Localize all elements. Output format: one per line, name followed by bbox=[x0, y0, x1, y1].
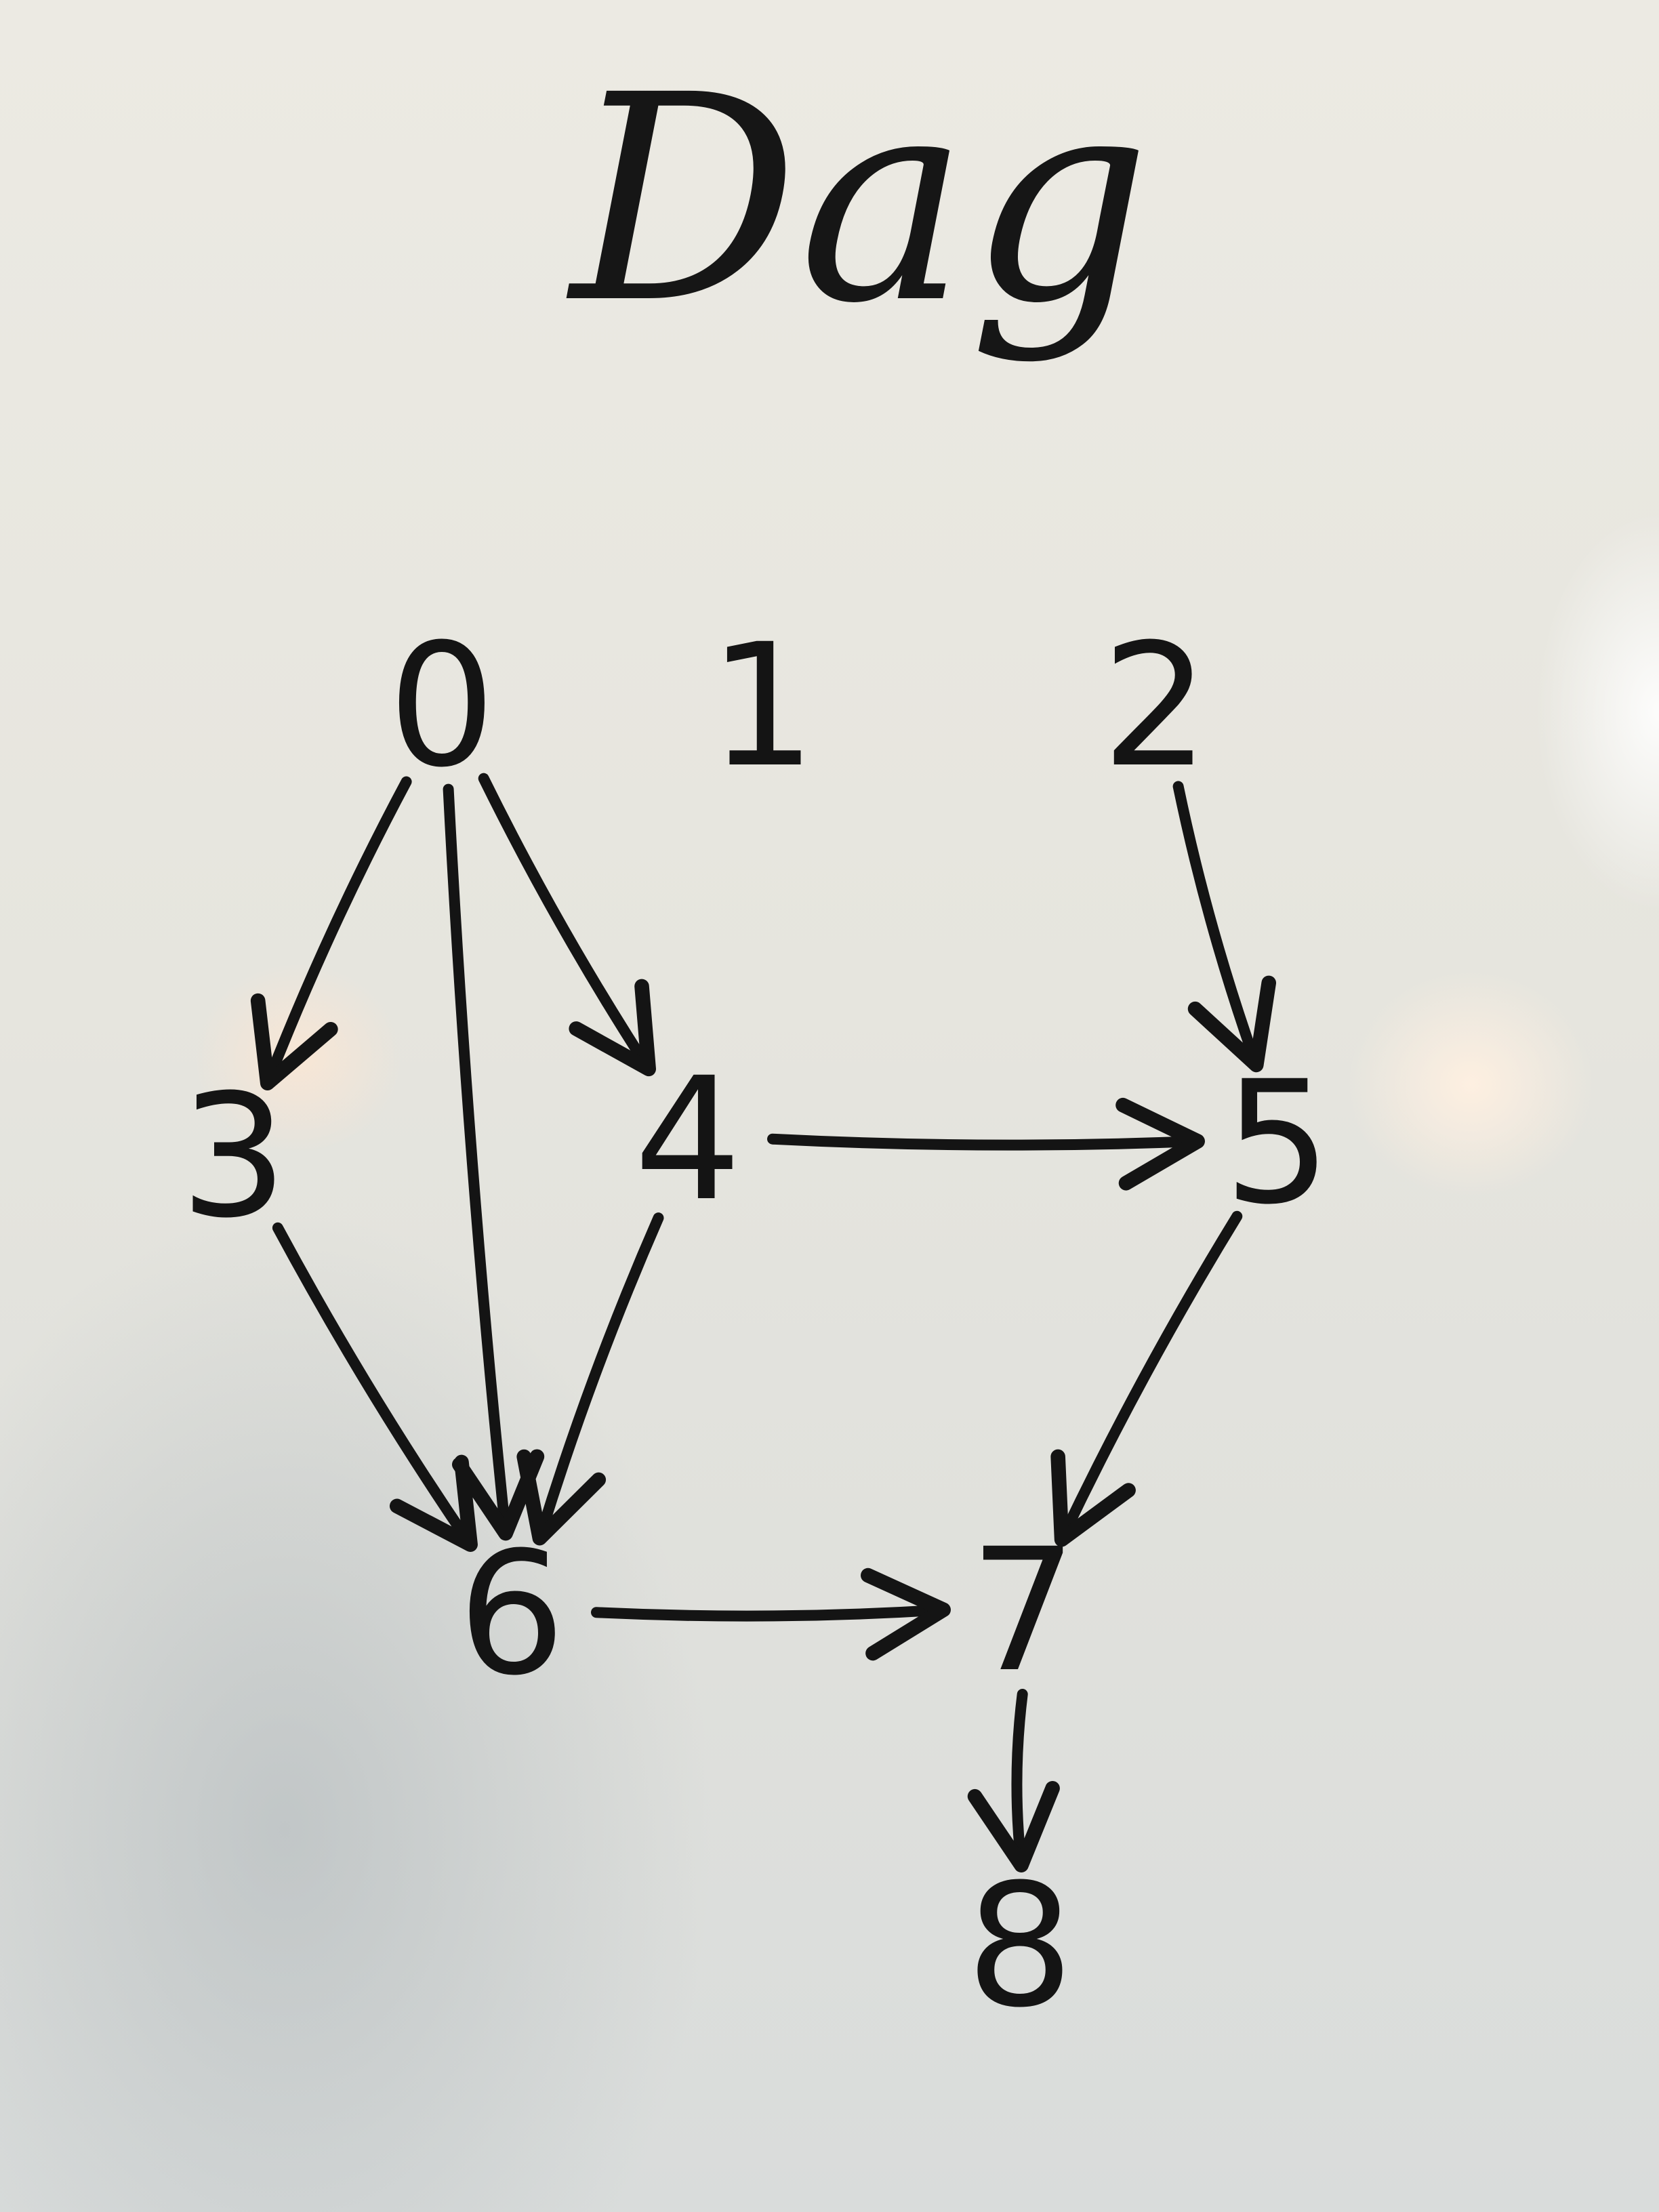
node-5: 5 bbox=[1223, 1044, 1331, 1242]
edge-4-to-6 bbox=[516, 1212, 664, 1546]
diagram-title: Dag bbox=[566, 35, 1151, 366]
nodes-layer: 0 1 2 3 4 5 6 7 8 bbox=[180, 607, 1331, 2045]
edge-6-to-7 bbox=[591, 1568, 951, 1661]
edge-4-to-5 bbox=[767, 1097, 1205, 1191]
edge-5-to-7 bbox=[1050, 1210, 1243, 1547]
node-1: 1 bbox=[708, 607, 816, 804]
edges-layer bbox=[250, 773, 1277, 1872]
node-0: 0 bbox=[388, 607, 495, 804]
edge-0-to-3 bbox=[250, 776, 412, 1091]
edge-3-to-6 bbox=[272, 1222, 478, 1552]
edge-2-to-5 bbox=[1172, 781, 1277, 1073]
edge-0-to-4 bbox=[478, 773, 657, 1077]
node-2: 2 bbox=[1101, 607, 1209, 804]
node-6: 6 bbox=[457, 1515, 565, 1713]
edge-7-to-8 bbox=[967, 1689, 1060, 1872]
edge-0-to-6 bbox=[443, 783, 545, 1541]
node-4: 4 bbox=[634, 1041, 741, 1238]
node-8: 8 bbox=[966, 1847, 1073, 2045]
node-3: 3 bbox=[180, 1058, 287, 1255]
node-7: 7 bbox=[969, 1512, 1077, 1709]
